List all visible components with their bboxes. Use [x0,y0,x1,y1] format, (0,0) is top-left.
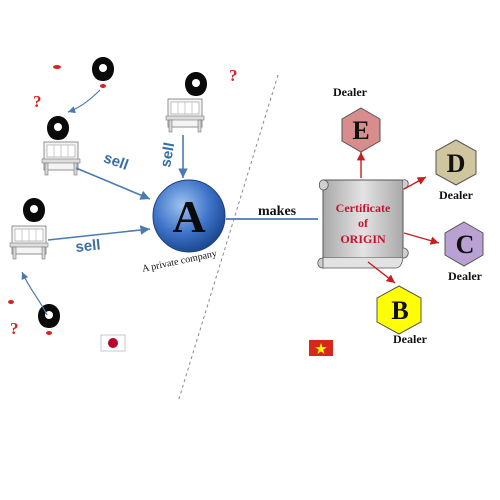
red-dot-icon [100,84,106,88]
unknown-origin-question-mark: ? [229,66,238,85]
red-dot-icon [53,65,61,69]
dealer-c-letter: C [456,230,475,259]
sell-arrow [75,167,151,200]
dealer-d-letter: D [447,149,466,178]
certificate-arrow-d [403,176,427,190]
dealer-b-hexagon [376,285,422,335]
company-letter: A [172,191,205,242]
certificate-arrow-c [403,232,440,245]
dealer-e-label: Dealer [333,85,368,99]
certificate-title-line3: ORIGIN [340,232,386,246]
dealer-b-letter: B [391,296,408,325]
certificate-scroll [317,179,409,269]
unknown-origin-question-mark: ? [10,319,19,338]
dealer-c-label: Dealer [448,269,483,283]
red-dot-icon [46,331,52,335]
sell-label: sell [101,149,130,174]
location-pin-icon [92,57,114,81]
location-pin-icon [38,304,60,328]
red-dot-icon [8,300,14,304]
origin-arrow [67,89,101,114]
dealer-e-hexagon [341,107,381,153]
certificate-title-line1: Certificate [336,201,391,215]
certificate-arrow-b [367,261,396,284]
japan-flag-icon [100,334,126,352]
vietnam-flag-icon [309,340,333,356]
origin-arrow [21,271,48,316]
dealer-e-letter: E [352,116,369,145]
location-pin-icon [47,116,69,140]
location-pin-icon [185,72,207,96]
sell-arrow [47,225,151,241]
dealer-d-hexagon [435,139,477,186]
dealer-b-label: Dealer [393,332,428,346]
dealer-d-label: Dealer [439,188,474,202]
company-node [152,179,226,253]
dealer-c-hexagon [444,221,484,267]
location-pin-icon [23,198,45,222]
border-divider [177,74,279,403]
piano-icon [9,225,49,260]
makes-label: makes [258,204,297,219]
sell-label: sell [157,141,178,169]
piano-icon [165,98,205,133]
certificate-title-line2: of [358,216,369,230]
company-label: A private company [141,248,218,275]
piano-icon [41,141,81,176]
unknown-origin-question-mark: ? [33,92,42,111]
sell-label: sell [75,236,102,256]
